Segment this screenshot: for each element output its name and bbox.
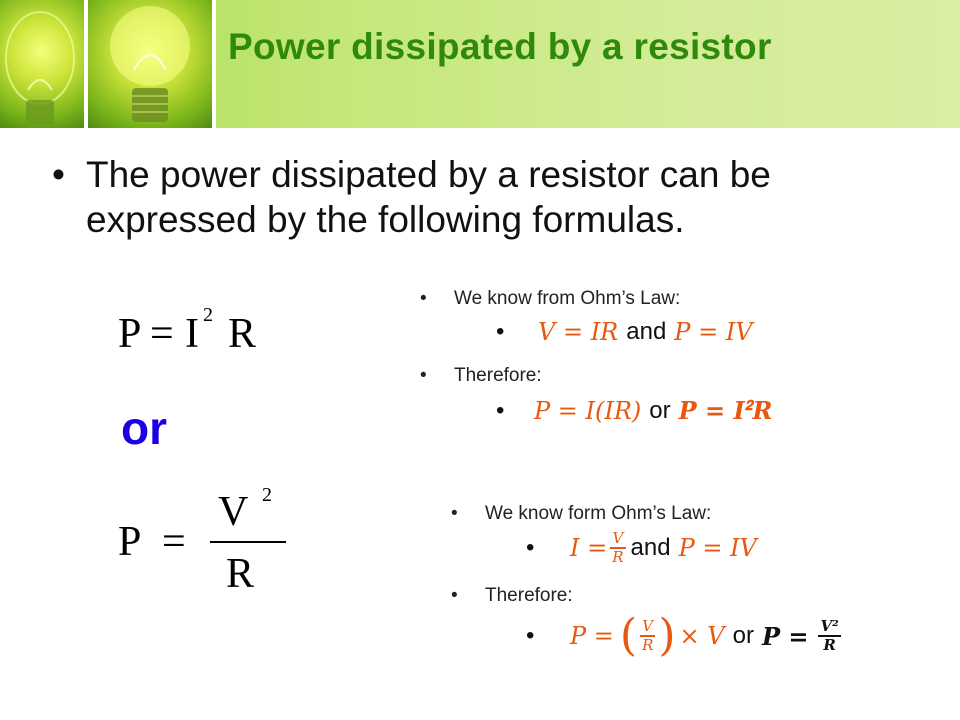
formula-exponent: 2 xyxy=(203,304,213,326)
eq-p-iv: 𝑃 = 𝐼𝑉 xyxy=(674,318,753,346)
eq-p-bold: 𝑷 = xyxy=(761,621,809,651)
and-text: and xyxy=(626,318,667,345)
block2-ohm-law-row: • 𝐼 = 𝑉 𝑅 and 𝑃 = 𝐼𝑉 xyxy=(526,530,757,566)
fraction-v-over-r: 𝑉 𝑅 xyxy=(610,529,626,566)
or-label: or xyxy=(121,402,167,454)
formula-equals: = xyxy=(150,311,174,357)
block2-result-row: • 𝑃 = ( 𝑉 𝑅 ) × 𝑉 or 𝑷 = 𝑽² 𝑹 xyxy=(526,614,844,658)
therefore-text: Therefore: xyxy=(454,365,542,386)
eq-v-ir: 𝑉 = 𝐼𝑅 xyxy=(538,318,619,346)
eq-p-iv: 𝑃 = 𝐼𝑉 xyxy=(678,534,757,562)
bullet-icon: • xyxy=(52,154,65,195)
formula-p: P xyxy=(118,519,142,565)
bullet-icon: • xyxy=(496,318,505,345)
block1-result-row: • 𝑃 = 𝐼(𝐼𝑅) or 𝑷 = 𝑰𝟐𝑹 xyxy=(496,396,772,425)
block2-intro-text: We know form Ohm’s Law: xyxy=(485,503,712,524)
or-text: or xyxy=(732,622,754,649)
formula-equals: = xyxy=(162,519,186,565)
left-paren-icon: ( xyxy=(619,610,638,661)
bullet-icon: • xyxy=(420,288,427,309)
block1-ohm-law-row: • 𝑉 = 𝐼𝑅 and 𝑃 = 𝐼𝑉 xyxy=(496,318,753,346)
fraction-v-over-r: 𝑉 𝑅 xyxy=(640,617,656,654)
header-divider xyxy=(212,0,216,128)
times-v: × 𝑉 xyxy=(679,622,725,650)
formula-p: P xyxy=(118,311,142,357)
bullet-icon: • xyxy=(451,585,458,606)
formula-r: R xyxy=(228,311,257,357)
slide-title: Power dissipated by a resistor xyxy=(228,26,772,67)
formula-r: R xyxy=(226,551,255,597)
or-text: or xyxy=(649,396,671,424)
eq-p-equals: 𝑃 = xyxy=(570,622,614,650)
lightbulb-image-left xyxy=(0,0,84,128)
main-bullet-text: The power dissipated by a resistor can b… xyxy=(86,154,771,240)
eq-p-i2r: 𝑷 = 𝑰𝟐𝑹 xyxy=(678,396,773,425)
lightbulb-image-right xyxy=(88,0,212,128)
block1-therefore: • Therefore: xyxy=(420,365,542,387)
eq-p-i-ir: 𝑃 = 𝐼(𝐼𝑅) xyxy=(534,396,642,425)
formula-exponent: 2 xyxy=(262,484,272,506)
header-divider xyxy=(84,0,88,128)
bullet-icon: • xyxy=(496,396,505,424)
eq-i-equals: 𝐼 = xyxy=(570,534,608,562)
bullet-icon: • xyxy=(420,365,427,386)
therefore-text: Therefore: xyxy=(485,585,573,606)
block2-therefore: • Therefore: xyxy=(451,585,573,607)
formula-i: I xyxy=(185,311,199,357)
right-paren-icon: ) xyxy=(658,610,676,661)
bullet-icon: • xyxy=(526,534,535,561)
block1-intro: • We know from Ohm’s Law: xyxy=(420,288,680,310)
bullet-icon: • xyxy=(526,622,535,649)
fraction-bar xyxy=(210,541,286,543)
and-text: and xyxy=(630,534,671,561)
block2-intro: • We know form Ohm’s Law: xyxy=(451,503,711,525)
bullet-icon: • xyxy=(451,503,458,524)
block1-intro-text: We know from Ohm’s Law: xyxy=(454,288,681,309)
fraction-v2-over-r: 𝑽² 𝑹 xyxy=(818,617,841,654)
main-bullet: • The power dissipated by a resistor can… xyxy=(52,152,912,242)
formula-v: V xyxy=(218,489,249,535)
